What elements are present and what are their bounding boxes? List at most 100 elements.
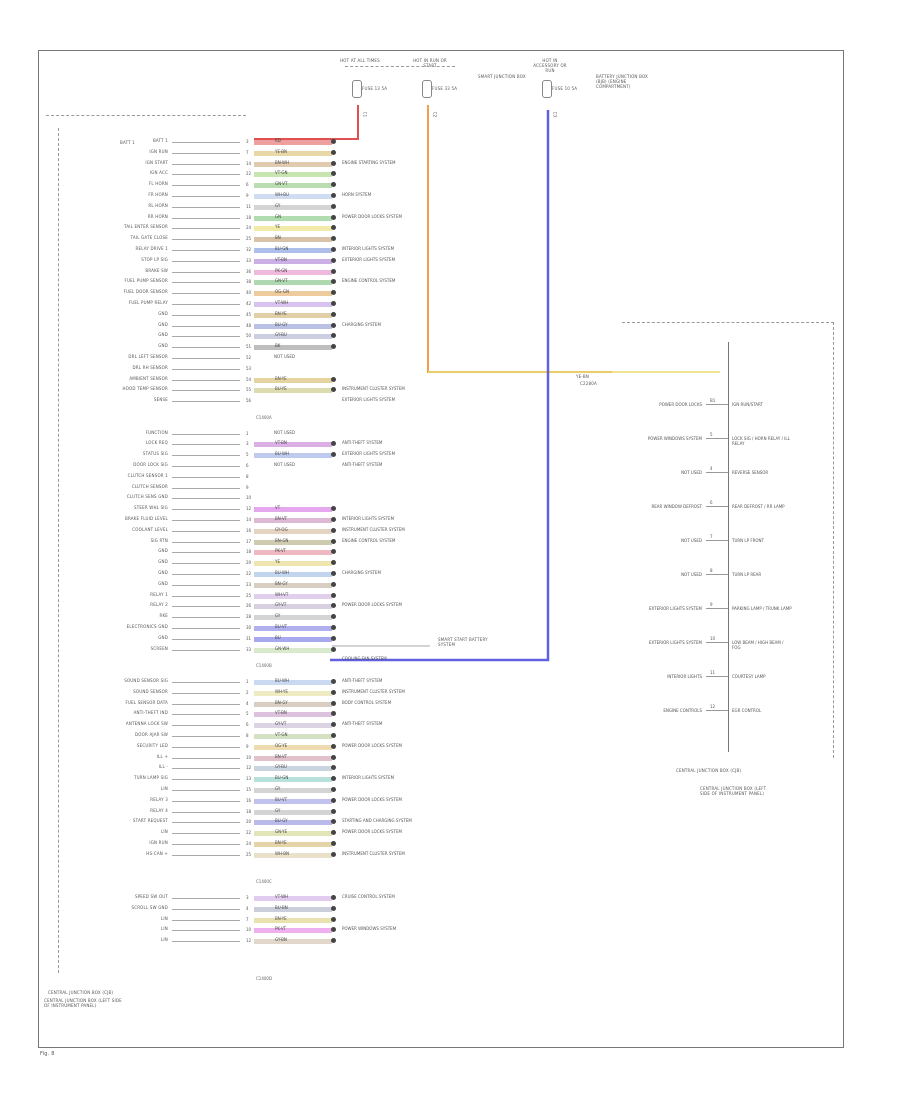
splice-dot — [331, 279, 336, 285]
signal-name: RKE — [159, 613, 168, 619]
pin-number: 25 — [246, 851, 252, 857]
signal-lead — [172, 736, 240, 737]
splice-dot — [331, 560, 336, 566]
right-item-lead — [706, 472, 728, 473]
splice-dot — [331, 247, 336, 252]
signal-lead — [172, 520, 240, 521]
splice-dot — [331, 376, 336, 382]
splice-dot — [331, 149, 336, 155]
right-module-title: CENTRAL JUNCTION BOX (CJB) — [676, 768, 742, 773]
splice-dot — [331, 452, 336, 458]
destination-system: CHARGING SYSTEM — [342, 570, 381, 575]
signal-lead — [172, 487, 240, 489]
signal-lead — [172, 552, 240, 554]
destination-system: INTERIOR LIGHTS SYSTEM — [342, 246, 395, 251]
fuse-rating: FUSE 33 5A — [432, 86, 458, 91]
fuse-rating: FUSE 10 5A — [552, 86, 578, 91]
signal-name: GND — [158, 570, 168, 575]
cjb-left-border — [58, 128, 59, 973]
wire-color-code: BN-YE — [275, 915, 287, 921]
signal-name: GND — [158, 559, 168, 565]
wire-segment — [254, 690, 332, 696]
signal-lead — [172, 811, 240, 813]
right-item-function: EGR CONTROL — [732, 708, 762, 713]
diagram-frame — [38, 50, 844, 1048]
pin-number: 4 — [246, 905, 249, 911]
pin-number: 28 — [246, 614, 252, 620]
wire-color-code: GN-VT — [275, 278, 288, 284]
wire-segment — [254, 518, 332, 523]
destination-system: EXTERIOR LIGHTS SYSTEM — [342, 451, 396, 457]
wire-segment — [254, 183, 332, 189]
right-item-pin: 12 — [710, 704, 716, 709]
wire-segment — [254, 626, 332, 631]
signal-name: TURN LAMP SIG — [133, 775, 168, 781]
splice-dot — [331, 895, 336, 900]
wire-segment — [254, 906, 332, 912]
splice-dot — [331, 581, 336, 587]
pin-number: 6 — [246, 722, 249, 728]
right-module-top-border — [622, 322, 834, 323]
splice-dot — [331, 344, 336, 350]
wire-color-code: BN-GY — [275, 580, 288, 586]
wire-segment — [254, 604, 332, 610]
right-item-function: REVERSE SENSOR — [732, 470, 769, 475]
signal-lead — [172, 649, 240, 651]
fuse-icon — [542, 80, 552, 98]
wire-segment — [254, 593, 332, 599]
wire-segment — [254, 917, 332, 923]
signal-name: LIN — [160, 926, 168, 932]
right-item-lead — [706, 506, 728, 507]
wire-color-code: BN-VT — [275, 753, 288, 759]
pin-number: 38 — [246, 279, 252, 285]
pin-number: 16 — [246, 527, 252, 533]
wire-color-code: VT-WH — [275, 300, 289, 305]
wire-color-code: VT-GN — [275, 732, 288, 737]
signal-lead — [172, 358, 240, 359]
destination-system: INSTRUMENT CLUSTER SYSTEM — [342, 688, 405, 694]
signal-batt: BATT 1 — [120, 140, 136, 145]
right-wire-label: YE-BN — [576, 374, 590, 379]
splice-dot — [331, 214, 336, 220]
pin-number: 9 — [246, 484, 249, 490]
wire-color-code: GY-BU — [275, 332, 287, 338]
right-item-lead — [706, 676, 728, 677]
signal-lead — [172, 163, 240, 165]
pin-number: 20 — [246, 819, 252, 825]
wire-color-code: BN-YE — [275, 840, 287, 845]
wire-color-code: PK-VT — [275, 548, 287, 554]
signal-name: BRAKE FLUID LEVEL — [125, 516, 168, 521]
signal-lead — [172, 919, 240, 921]
right-module-bus — [728, 342, 729, 752]
wire-segment — [254, 766, 332, 772]
pin-row — [0, 408, 340, 416]
signal-lead — [172, 714, 240, 716]
pin-number: 24 — [246, 841, 252, 846]
pin-number: 6 — [246, 182, 249, 188]
wire-color-code: OG-GN — [275, 289, 289, 295]
wire-color-code: VT-WH — [275, 894, 289, 899]
signal-name: LOCK REQ — [146, 440, 168, 446]
wire-color-code: YE-BN — [275, 148, 288, 154]
wire-segment — [254, 852, 332, 858]
splice-dot — [331, 679, 336, 684]
signal-lead — [172, 314, 240, 316]
wire-color-code: WH-BU — [275, 192, 289, 197]
